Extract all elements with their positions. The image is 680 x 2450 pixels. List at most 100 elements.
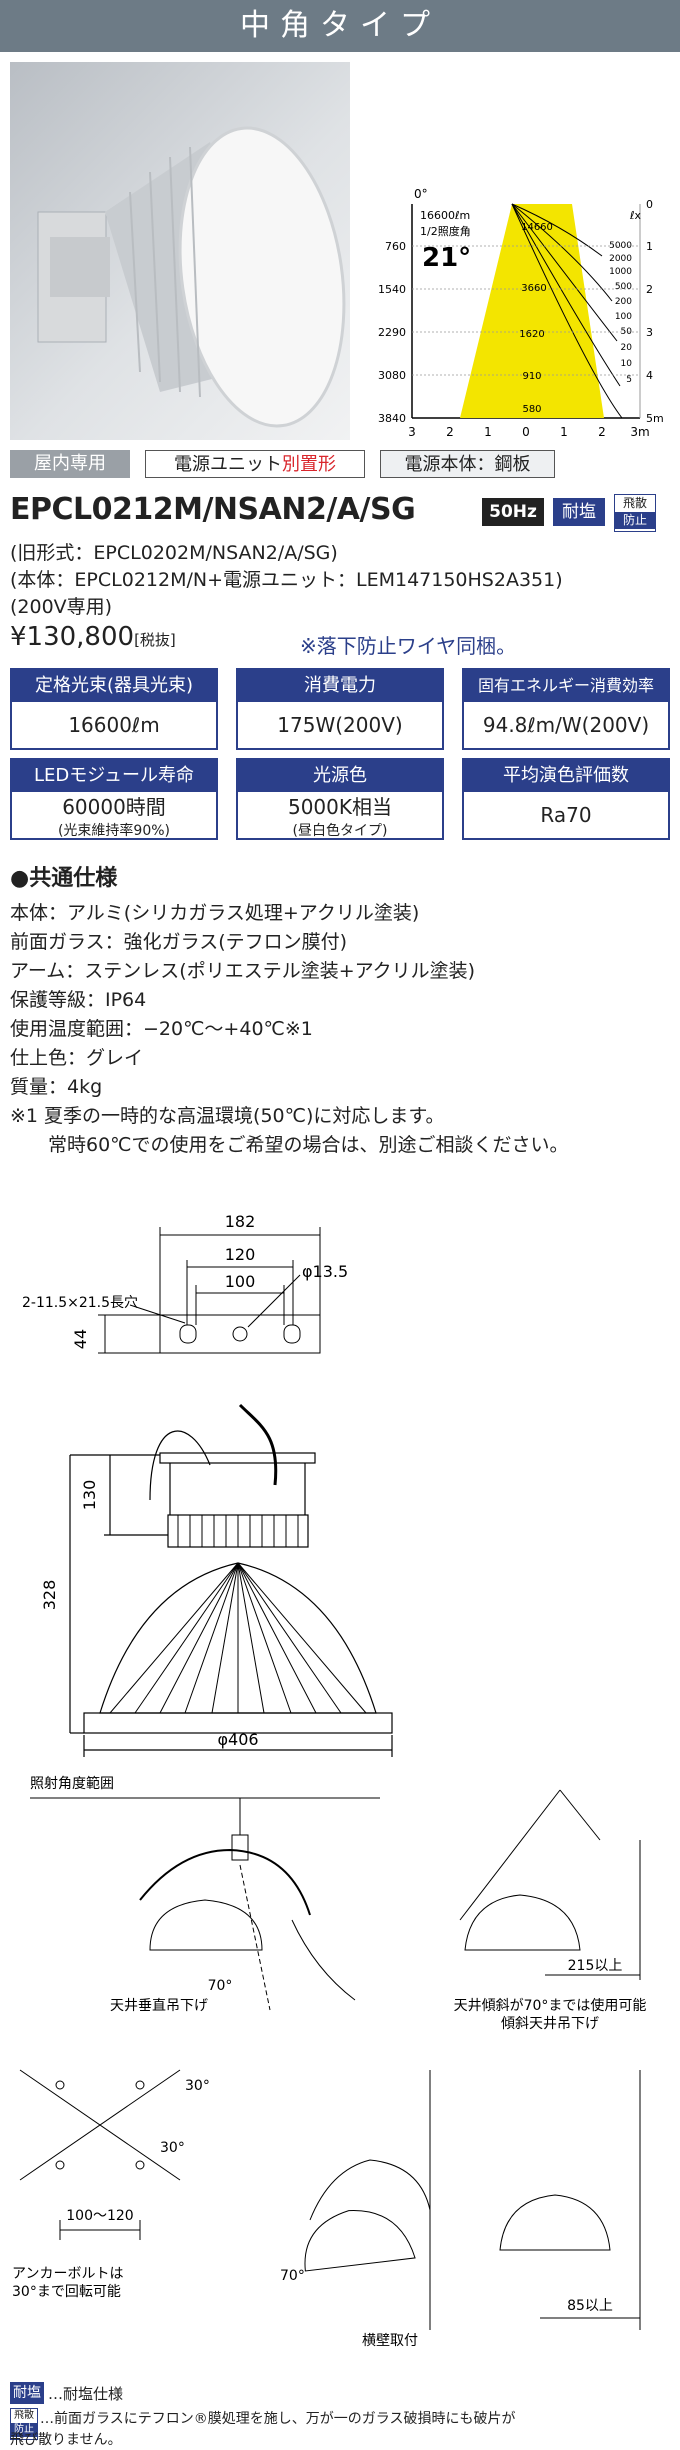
voltage-note: (200V専用) [10, 596, 113, 618]
product-photo [10, 62, 350, 440]
body-material-tag: 電源本体：鋼板 [380, 450, 555, 478]
chart-iso-value: 580 [522, 404, 541, 415]
spec-label: 固有エネルギー消費効率 [464, 670, 668, 702]
footnote-scatter-line2: 飛び散りません。 [10, 2432, 122, 2448]
chart-bottom-tick: 2 [446, 425, 454, 439]
dim-215: 215以上 [568, 1958, 623, 1974]
dim-hole: φ13.5 [302, 1262, 348, 1281]
anchor-angle-30a: 30° [185, 2078, 210, 2094]
angle-range-section: 照射角度範囲 70° 天井垂直吊下げ 215以上 天井傾斜が70°までは使用可能… [12, 1775, 647, 2349]
dim-406: φ406 [217, 1730, 258, 1749]
common-spec-line: ※1 夏季の一時的な高温環境(50℃)に対応します。 [10, 1105, 445, 1127]
spec-value: 94.8ℓm/W(200V) [482, 713, 650, 737]
chart-right-tick: 5m [646, 412, 664, 425]
footnote-scatter-badge-bottom: 防止 [11, 2423, 37, 2437]
chart-half-angle-label: 1/2照度角 [420, 224, 471, 238]
chart-bottom-tick: 2 [598, 425, 606, 439]
anti-scatter-badge: 飛散防止 [614, 494, 656, 532]
chart-right-tick: 2 [646, 283, 653, 296]
chart-right-tick: 4 [646, 369, 653, 382]
common-spec-line: 使用温度範囲：−20℃〜+40℃※1 [10, 1018, 313, 1040]
chart-lux-value: 100 [615, 312, 632, 322]
spec-label: 光源色 [238, 760, 442, 792]
spec-label: 消費電力 [238, 670, 442, 702]
chart-lux-value: 10 [621, 359, 633, 369]
price: ¥130,800 [10, 622, 135, 652]
chart-lux-value: 1000 [609, 267, 632, 277]
chart-lux-value: 200 [615, 297, 632, 307]
spec-sub: (光束維持率90%) [57, 822, 171, 839]
wall-mount-label: 横壁取付 [362, 2333, 418, 2349]
chart-bottom-tick: 0 [522, 425, 530, 439]
chart-distance-label: 3840 [378, 412, 406, 425]
salt-resistant-badge: 耐塩 [553, 498, 605, 526]
chart-bottom-tick: 3m [630, 425, 649, 439]
angle-range-heading: 照射角度範囲 [30, 1775, 114, 1792]
spec-value: 5000K相当 [287, 794, 392, 819]
dim-130: 130 [80, 1480, 99, 1511]
power-unit-tag: 電源ユニット別置形 [145, 450, 365, 478]
spec-efficiency: 固有エネルギー消費効率 94.8ℓm/W(200V) [462, 668, 670, 750]
common-spec-line: アーム：ステンレス(ポリエステル塗装+アクリル塗装) [10, 960, 476, 982]
spec-value: 16600ℓm [68, 713, 160, 737]
spec-label: 定格光束(器具光束) [12, 670, 216, 702]
chart-distance-label: 2290 [378, 326, 406, 339]
dim-328: 328 [40, 1580, 59, 1611]
chart-iso-value: 14660 [521, 222, 553, 233]
angle-70-label: 70° [208, 1978, 233, 1994]
common-spec-line: 常時60℃での使用をご希望の場合は、別途ご相談ください。 [10, 1134, 569, 1156]
ceiling-tilt-line1: 天井傾斜が70°までは使用可能 [454, 1997, 647, 2014]
chart-half-angle-value: 21° [422, 243, 471, 273]
chart-iso-value: 910 [522, 371, 541, 382]
common-spec-line: 保護等級：IP64 [10, 989, 147, 1011]
spec-value: 60000時間 [62, 794, 166, 819]
chart-lux-value: 2000 [609, 254, 632, 264]
common-specs-heading: ●共通仕様 [10, 866, 118, 891]
wire-note: ※落下防止ワイヤ同梱。 [300, 634, 517, 658]
chart-distance-label: 760 [385, 240, 406, 253]
spec-label: LEDモジュール寿命 [12, 760, 216, 792]
chart-distance-label: 1540 [378, 283, 406, 296]
footnote-scatter-badge: 飛散防止 [10, 2408, 38, 2440]
anchor-dim: 100〜120 [66, 2208, 133, 2224]
chart-right-tick: 3 [646, 326, 653, 339]
common-spec-line: 前面ガラス：強化ガラス(テフロン膜付) [10, 931, 348, 953]
price-block: ¥130,800[税抜] [10, 622, 176, 652]
floodlight-photo [37, 126, 346, 428]
product-model: EPCL0212M/NSAN2/A/SG [10, 492, 416, 527]
chart-lm-label: 16600ℓm [420, 209, 470, 222]
chart-iso-value: 3660 [521, 283, 546, 294]
chart-bottom-tick: 3 [408, 425, 416, 439]
chart-angle-label: 0° [414, 187, 428, 201]
footnote-salt-text: …耐塩仕様 [48, 2385, 124, 2403]
chart-right-tick: 1 [646, 240, 653, 253]
old-model: (旧形式：EPCL0202M/NSAN2/A/SG) [10, 542, 338, 564]
anchor-note-line2: 30°まで回転可能 [12, 2284, 121, 2300]
chart-lux-value: 5 [626, 375, 632, 385]
common-spec-line: 本体：アルミ(シリカガラス処理+アクリル塗装) [10, 902, 420, 924]
dim-100: 100 [225, 1272, 256, 1291]
ceiling-vertical-label: 天井垂直吊下げ [110, 1997, 208, 2014]
beam-area [460, 204, 604, 418]
page-title: 中角タイプ [240, 8, 440, 43]
dim-182: 182 [225, 1212, 256, 1231]
chart-lux-value: 5000 [609, 241, 632, 251]
bracket-drawing: 182 120 100 φ13.5 2-11.5×21.5長穴 44 [22, 1212, 348, 1354]
dim-slot: 2-11.5×21.5長穴 [22, 1295, 138, 1311]
dim-44: 44 [71, 1329, 90, 1349]
spec-label: 平均演色評価数 [464, 760, 668, 792]
chart-iso-value: 1620 [519, 329, 544, 340]
body-components: (本体：EPCL0212M/N+電源ユニット：LEM147150HS2A351) [10, 569, 563, 591]
chart-bottom-tick: 1 [560, 425, 568, 439]
angle-70-wall-label: 70° [280, 2268, 305, 2284]
footnote-scatter-line1: …前面ガラスにテフロン®膜処理を施し、万が一のガラス破損時にも破片が [40, 2411, 516, 2427]
spec-sub: (昼白色タイプ) [292, 822, 388, 839]
hz-badge: 50Hz [482, 498, 544, 526]
anchor-note-line1: アンカーボルトは [12, 2266, 123, 2282]
chart-lux-value: 50 [621, 327, 633, 337]
spec-rated-flux: 定格光束(器具光束) 16600ℓm [10, 668, 218, 750]
